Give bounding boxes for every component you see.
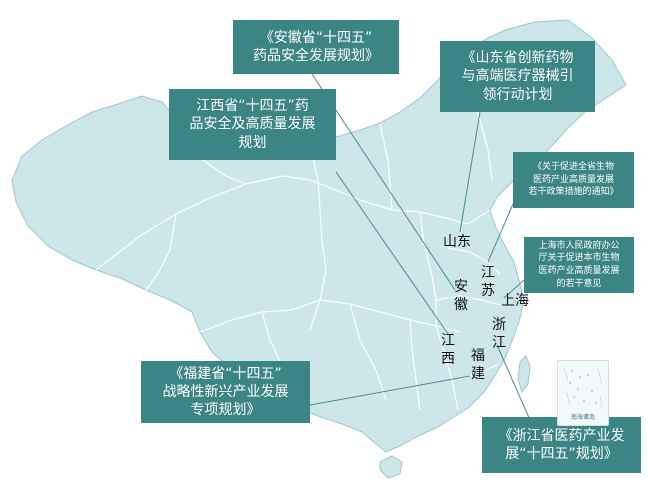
callout-fujian: 《福建省“十四五” 战略性新兴产业发展 专项规划》: [141, 361, 310, 423]
callout-anhui: 《安徽省“十四五” 药品安全发展规划》: [233, 20, 399, 74]
province-label-shanghai: 上海: [501, 293, 529, 309]
hainan-island: [379, 455, 403, 479]
province-label-anhui: 安 徽: [454, 279, 468, 313]
province-label-zhejiang: 浙 江: [492, 317, 506, 351]
leader-jiangxi: [335, 171, 449, 335]
callout-zhejiang: 《浙江省医药产业发 展“十四五”规划》: [482, 417, 641, 473]
province-label-shandong: 山东: [443, 234, 471, 250]
inset-islands: [563, 366, 603, 410]
leader-fujian: [309, 375, 471, 406]
callout-shandong: 《山东省创新药物 与高端医疗器械引 领行动计划: [440, 41, 595, 112]
south-china-sea-inset: 南海诸岛: [557, 360, 609, 426]
leader-shanghai: [503, 279, 525, 299]
province-label-jiangsu: 江 苏: [481, 265, 495, 299]
callout-jiangxi: 江西省“十四五”药 品安全及高质量发展 规划: [169, 89, 336, 160]
leader-zhejiang: [496, 344, 531, 421]
inset-label: 南海诸岛: [570, 414, 595, 421]
callout-jiangsu: 《关于促进全省生物 医药产业高质量发展 若干政策措施的通知》: [513, 152, 634, 208]
province-label-jiangxi: 江 西: [441, 333, 455, 367]
taiwan-island: [517, 355, 531, 394]
callout-shanghai: 上海市人民政府办公 厅关于促进本市生物 医药产业高质量发展 的若干意见: [524, 237, 634, 293]
leader-shandong: [459, 111, 481, 233]
province-label-fujian: 福 建: [471, 348, 485, 382]
leader-jiangsu: [487, 203, 514, 263]
